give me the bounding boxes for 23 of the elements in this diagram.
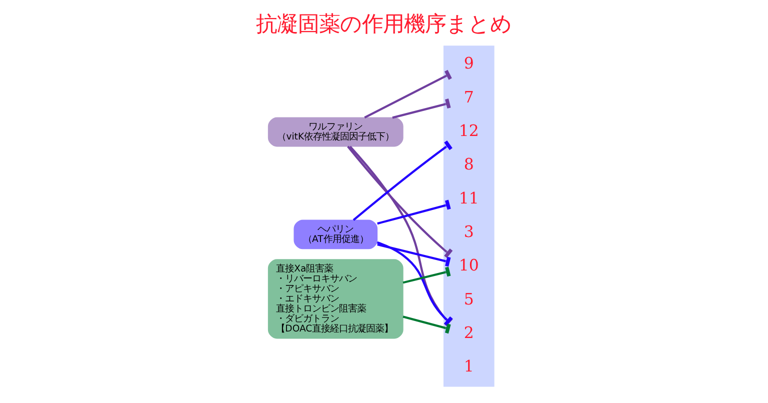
node-text: 11 — [458, 188, 479, 208]
connector — [377, 200, 451, 225]
connector — [402, 266, 451, 284]
node-box: 直接Xa阻害薬 ・リバーロキサバン ・アピキサバン ・エドキサバン 直接トロンビン阻害薬 ・ダビガトラン 【DOAC直接経口抗凝固薬】 — [268, 259, 404, 339]
connector — [352, 140, 452, 221]
node-text: 8 — [464, 154, 474, 174]
node-text: 3 — [464, 222, 474, 242]
node-text: 1 — [464, 356, 474, 376]
connector — [349, 146, 453, 326]
node-text: 12 — [458, 121, 479, 140]
node-text: 9 — [464, 54, 474, 73]
connector — [392, 98, 451, 119]
diagram-title: 抗凝固薬の作用機序まとめ — [256, 12, 512, 37]
connector — [377, 243, 451, 267]
node-box: ワルファリン （vitK依存性凝固因子低下） — [268, 117, 404, 147]
node-text: 5 — [464, 289, 474, 308]
connector — [364, 70, 452, 118]
node-box: ヘパリン （AT作用促進） — [294, 220, 378, 250]
connector — [347, 146, 453, 258]
node-text: 2 — [464, 323, 474, 342]
connector — [376, 241, 453, 326]
node-text: 10 — [458, 256, 479, 275]
node-text: 7 — [464, 87, 474, 106]
